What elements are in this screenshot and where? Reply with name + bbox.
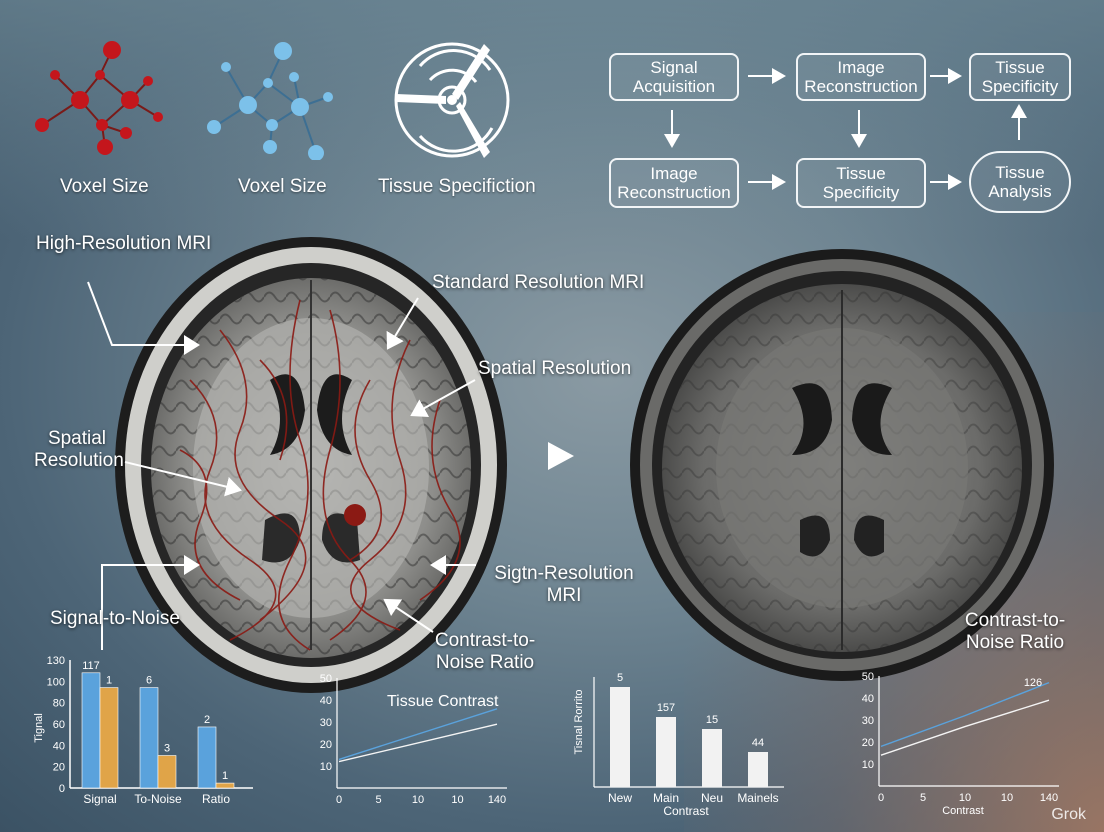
label-spatial-resolution-left: Spatial Resolution <box>34 428 124 471</box>
chart1-data-label: 2 <box>204 714 210 726</box>
high-resolution-brain <box>115 237 507 693</box>
chart1-data-label: 3 <box>164 743 170 755</box>
chart4-x-tick: 10 <box>1001 792 1013 804</box>
chart1-data-label: 1 <box>222 770 228 782</box>
chart2-y-tick: 10 <box>320 761 332 773</box>
chart1-x-tick: To-Noise <box>134 792 182 806</box>
chart1-bar <box>81 672 101 789</box>
chart4-x-tick: 10 <box>959 792 971 804</box>
chart2-y-tick: 20 <box>320 739 332 751</box>
chart3-data-label: 15 <box>706 714 718 726</box>
chart1-y-tick: 20 <box>53 762 65 774</box>
flow-tissue-analysis: Tissue Analysis <box>969 151 1071 213</box>
tissue-contrast-line-chart: 10 20 30 40 50 0 5 10 10 140 Tissue Contrast <box>320 673 507 806</box>
chart4-x-tick: 140 <box>1040 792 1058 804</box>
chart1-bar <box>157 755 177 789</box>
chart1-y-tick: 130 <box>47 655 65 667</box>
chart3-x-tick: Mainels <box>737 791 778 805</box>
label-high-resolution-mri: High-Resolution MRI <box>36 233 212 254</box>
label-spatial-resolution-right: Spatial Resolution <box>478 358 632 379</box>
chart1-bar <box>139 687 159 789</box>
chart4-y-tick: 10 <box>862 759 874 771</box>
chart1-data-label: 6 <box>146 675 152 687</box>
chart4-y-tick: 40 <box>862 693 874 705</box>
icon-caption-voxel-size-2: Voxel Size <box>238 176 327 197</box>
chart3-bar <box>702 729 722 787</box>
red-molecule-icon <box>35 41 163 155</box>
flow-image-reconstruction-bottom: Image Reconstruction <box>609 158 739 208</box>
label-signal-to-noise: Signal-to-Noise <box>50 608 180 629</box>
chart1-x-tick: Signal <box>83 792 116 806</box>
chart3-x-label: Contrast <box>663 804 709 817</box>
chart1-x-tick: Ratio <box>202 792 230 806</box>
chart4-series-line <box>880 681 1050 748</box>
flow-image-reconstruction-top: Image Reconstruction <box>796 53 926 101</box>
chart2-y-tick: 40 <box>320 695 332 707</box>
chart4-y-tick: 30 <box>862 715 874 727</box>
label-contrast-to-noise-center: Contrast-to-Noise Ratio <box>434 630 536 673</box>
chart2-series-line <box>338 723 498 763</box>
chart1-y-tick: 80 <box>53 698 65 710</box>
chart2-title: Tissue Contrast <box>387 693 499 710</box>
chart2-y-tick: 30 <box>320 717 332 729</box>
chart4-annotation: 126 <box>1024 677 1042 689</box>
chart2-y-tick: 50 <box>320 673 332 685</box>
chart4-x-tick: 5 <box>920 792 926 804</box>
chart2-x-tick: 10 <box>451 794 463 806</box>
flow-signal-acquisition: Signal Acquisition <box>609 53 739 101</box>
chart2-x-tick: 5 <box>375 794 381 806</box>
label-contrast-to-noise-right: Contrast-to-Noise Ratio <box>964 610 1066 653</box>
flow-tissue-specificity-top: Tissue Specificity <box>969 53 1071 101</box>
icon-caption-tissue-specifiction: Tissue Specifiction <box>378 176 536 197</box>
grok-watermark: Grok <box>1051 806 1086 823</box>
chart1-bar <box>197 726 217 789</box>
chart1-bar <box>215 782 235 789</box>
chart1-y-tick: 100 <box>47 676 65 688</box>
chart4-y-tick: 50 <box>862 671 874 683</box>
chart3-bar <box>610 687 630 787</box>
chart3-bar <box>748 752 768 787</box>
chart1-y-tick: 40 <box>53 740 65 752</box>
chart1-y-label: Tignal <box>33 713 45 743</box>
chart1-y-tick: 60 <box>53 719 65 731</box>
chart4-x-label: Contrast <box>942 805 984 817</box>
blue-molecule-icon <box>207 42 333 160</box>
chart3-y-label: Tisnal Rorrito <box>573 690 585 755</box>
chart1-bar <box>99 687 119 789</box>
chart2-x-tick: 0 <box>336 794 342 806</box>
tissue-target-icon <box>394 42 510 158</box>
chart4-y-tick: 20 <box>862 737 874 749</box>
chart4-series-line <box>880 699 1050 756</box>
comparison-arrow-icon <box>548 442 574 470</box>
chart3-data-label: 44 <box>752 737 764 749</box>
chart3-bar <box>656 717 676 787</box>
icon-caption-voxel-size-1: Voxel Size <box>60 176 149 197</box>
chart2-series-line <box>338 708 498 761</box>
chart1-data-label: 117 <box>82 660 100 672</box>
chart1-y-tick: 0 <box>59 783 65 795</box>
chart3-x-tick: New <box>608 791 632 805</box>
standard-resolution-brain <box>630 249 1054 681</box>
chart3-data-label: 5 <box>617 672 623 684</box>
chart1-data-label: 1 <box>106 675 112 687</box>
chart3-x-tick: Neu <box>701 791 723 805</box>
label-standard-resolution-mri: Standard Resolution MRI <box>432 272 645 293</box>
flow-tissue-specificity-bottom: Tissue Specificity <box>796 158 926 208</box>
label-sigtn-resolution-mri: Sigtn-Resolution MRI <box>494 563 634 606</box>
chart2-x-tick: 10 <box>412 794 424 806</box>
chart4-x-tick: 0 <box>878 792 884 804</box>
chart3-x-tick: Main <box>653 791 679 805</box>
chart3-data-label: 157 <box>657 702 675 714</box>
chart2-x-tick: 140 <box>488 794 506 806</box>
